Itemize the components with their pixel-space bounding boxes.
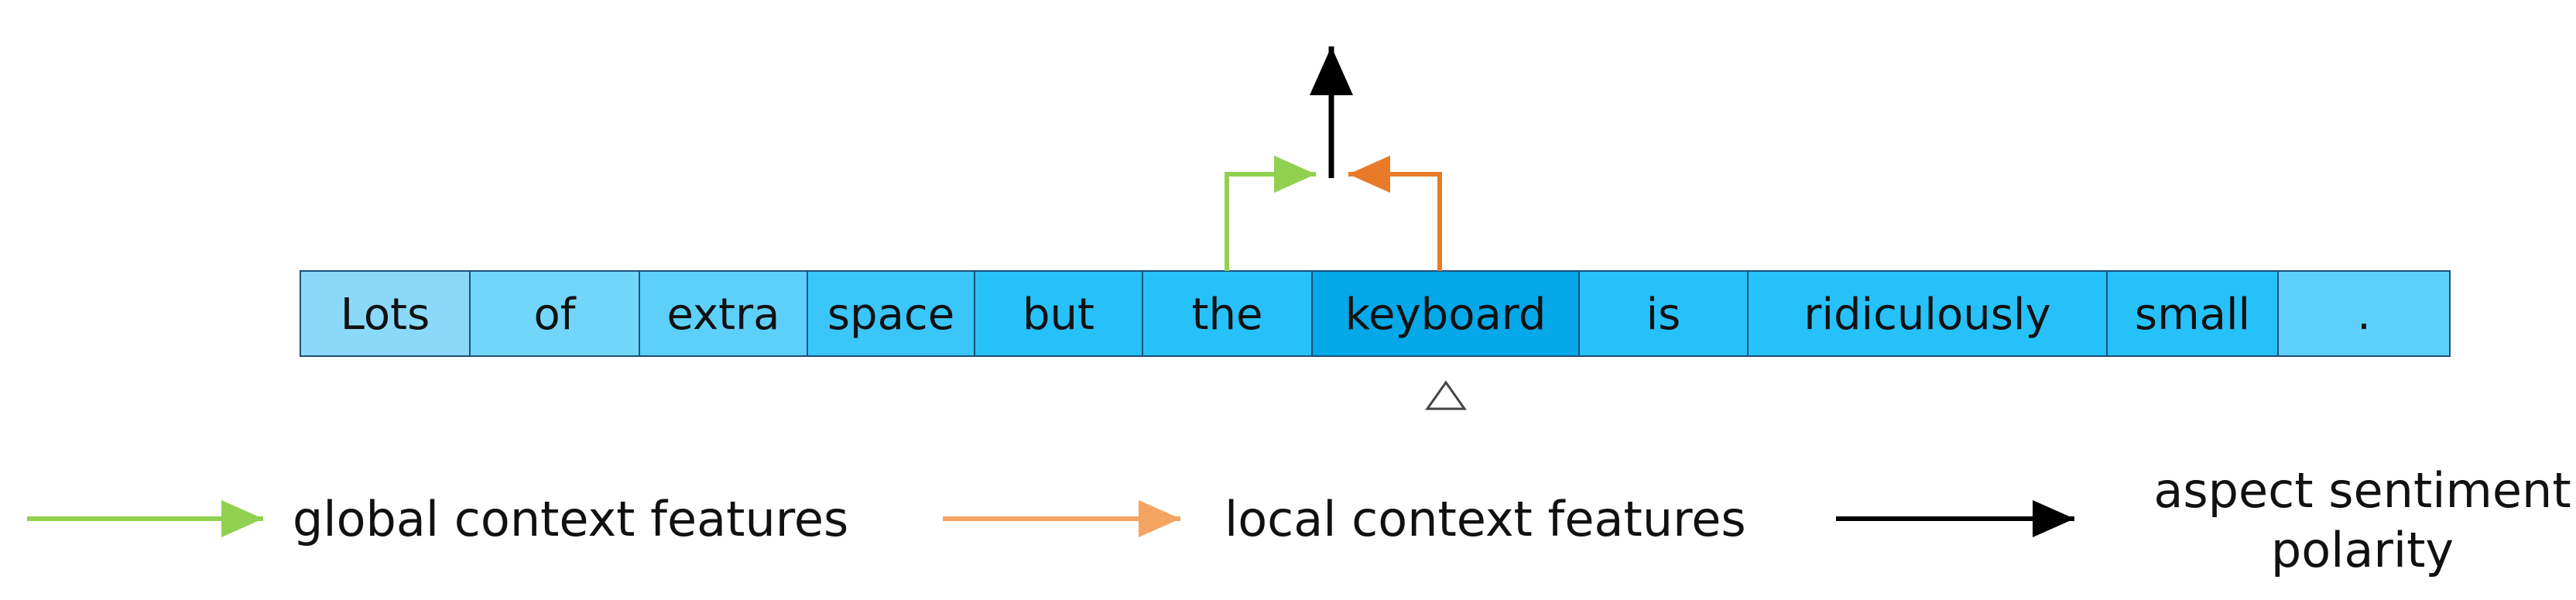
legend-output-label-line2: polarity <box>2271 522 2454 578</box>
token-box <box>974 270 1143 357</box>
token-label: small <box>2135 290 2250 340</box>
token-label: . <box>2357 290 2371 340</box>
token-label: Lots <box>341 290 430 340</box>
legend-local-label: local context features <box>1225 491 1746 547</box>
global-context-arrow <box>1225 156 1316 271</box>
token-label: the <box>1192 290 1263 340</box>
token-label: is <box>1646 290 1681 340</box>
token-label: but <box>1023 290 1094 340</box>
token-label: extra <box>667 290 780 340</box>
token-box <box>2106 270 2279 357</box>
legend-global-label: global context features <box>293 491 848 547</box>
token-box-aspect <box>1311 270 1580 357</box>
token-label: of <box>534 290 577 340</box>
token-label: ridiculously <box>1804 290 2050 340</box>
token-box <box>300 270 471 357</box>
token-box <box>2277 270 2451 357</box>
local-context-arrow <box>1348 156 1442 271</box>
legend-output-label-line1: aspect sentiment <box>2153 462 2571 519</box>
legend: global context features local context fe… <box>27 462 2571 578</box>
token-box <box>807 270 975 357</box>
token-box <box>639 270 808 357</box>
token-box <box>1578 270 1749 357</box>
token-box <box>1142 270 1313 357</box>
token-sequence: Lots of extra space but the keyboard is ridiculo… <box>300 270 2451 357</box>
token-box <box>469 270 640 357</box>
aspect-marker-triangle-icon <box>1425 380 1467 410</box>
token-label-aspect: keyboard <box>1345 290 1547 340</box>
token-box <box>1747 270 2108 357</box>
token-label: space <box>827 290 954 340</box>
